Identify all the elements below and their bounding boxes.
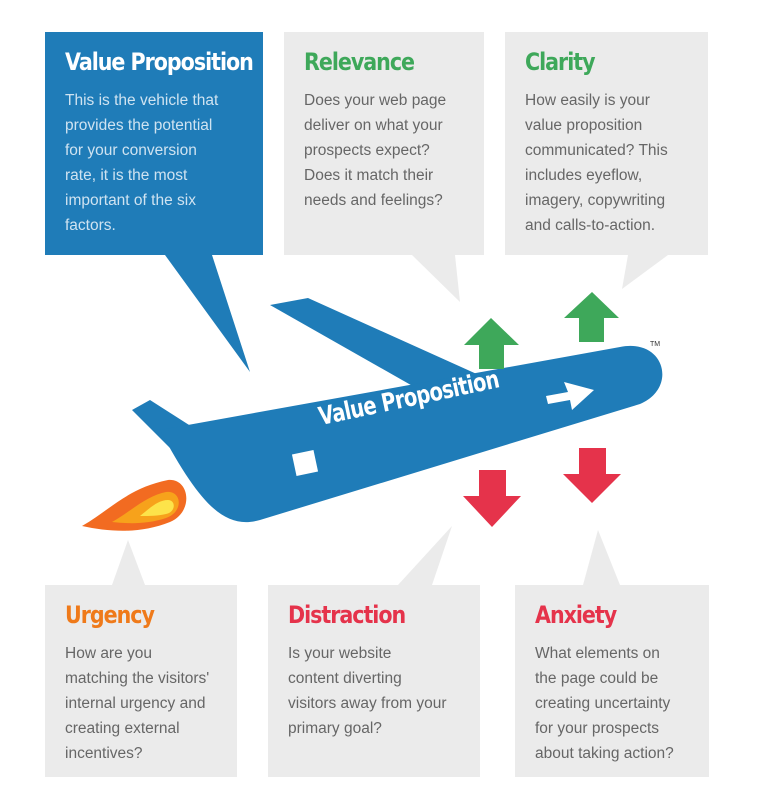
down-arrow-icon: [463, 470, 521, 527]
down-arrow-icon: [563, 448, 621, 503]
up-arrow-icon: [464, 318, 519, 369]
value-proposition-text: This is the vehicle that provides the po…: [65, 92, 219, 234]
distraction-tail: [398, 526, 452, 585]
urgency-title: Urgency: [65, 601, 155, 629]
relevance-title: Relevance: [304, 48, 415, 76]
anxiety-title: Anxiety: [535, 601, 617, 629]
window-icon: [291, 449, 319, 477]
clarity-box: Clarity How easily is your value proposi…: [505, 32, 708, 255]
anxiety-text: What elements on the page could be creat…: [535, 645, 674, 762]
distraction-box: Distraction Is your website content dive…: [268, 585, 480, 777]
clarity-title: Clarity: [525, 48, 596, 76]
value-proposition-tail: [165, 255, 250, 372]
value-proposition-box: Value Proposition This is the vehicle th…: [45, 32, 263, 255]
urgency-box: Urgency How are you matching the visitor…: [45, 585, 237, 777]
distraction-text: Is your website content diverting visito…: [288, 645, 447, 737]
value-proposition-title: Value Proposition: [65, 48, 254, 76]
distraction-title: Distraction: [288, 601, 406, 629]
clarity-tail: [622, 255, 668, 289]
relevance-text: Does your web page deliver on what your …: [304, 92, 447, 209]
flame-icon: [82, 479, 187, 531]
nose-arrow-icon: [546, 382, 594, 410]
clarity-text: How easily is your value proposition com…: [525, 92, 668, 234]
relevance-tail: [412, 255, 460, 302]
urgency-tail: [112, 540, 145, 585]
urgency-text: How are you matching the visitors' inter…: [65, 645, 210, 762]
anxiety-box: Anxiety What elements on the page could …: [515, 585, 709, 777]
airplane-icon: [132, 298, 663, 523]
up-arrow-icon: [564, 292, 619, 342]
anxiety-tail: [583, 530, 620, 585]
trademark-mark: TM: [650, 341, 661, 348]
relevance-box: Relevance Does your web page deliver on …: [284, 32, 484, 255]
